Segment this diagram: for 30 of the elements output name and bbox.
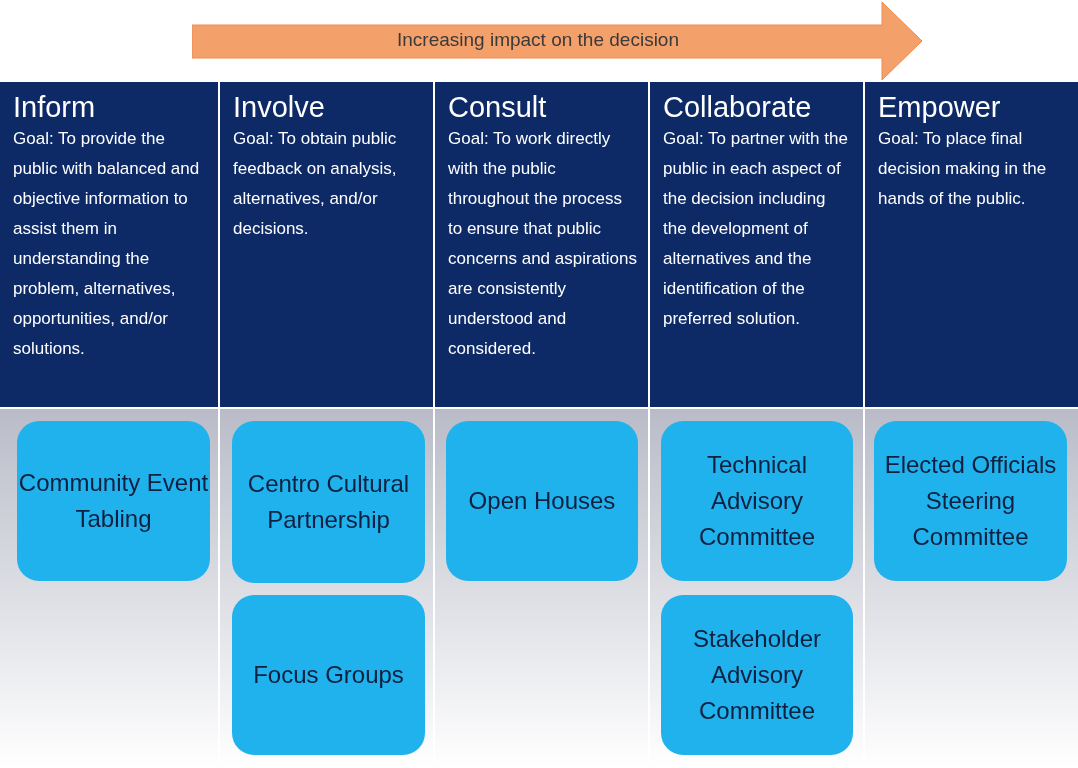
arrow-label: Increasing impact on the decision	[397, 29, 679, 51]
column-heading: Involve	[233, 90, 325, 124]
column-header-panel	[220, 82, 433, 407]
activity-box	[17, 421, 210, 581]
activity-box	[874, 421, 1067, 581]
activity-box	[661, 421, 853, 581]
column-heading: Inform	[13, 90, 96, 124]
activity-name: Centro Cultural Partnership	[246, 469, 411, 535]
column-header-panel	[650, 82, 863, 407]
activity-box	[446, 421, 638, 581]
activity-name: Stakeholder Advisory Committee	[691, 624, 823, 726]
goal-text: Goal: To work directly with the public throughout the process to ensure that public concerns and aspirations are consistently understood and considered.	[448, 128, 638, 360]
activity-box	[232, 595, 425, 755]
goal-text: Goal: To partner with the public in each aspect of the decision including the development of alternatives and the identification of the preferred solution.	[663, 128, 849, 330]
column-heading: Consult	[448, 90, 547, 124]
column-heading: Empower	[878, 90, 1001, 124]
activity-name: Open Houses	[468, 486, 616, 516]
column-header-panel	[435, 82, 648, 407]
activity-name: Elected Officials Steering Committee	[883, 450, 1058, 552]
goal-text: Goal: To provide the public with balanced and objective information to assist them in understanding the problem, alternatives, opportunities, and/or solutions.	[13, 128, 201, 360]
activity-name: Focus Groups	[253, 660, 404, 690]
goal-text: Goal: To obtain public feedback on analysis, alternatives, and/or decisions.	[233, 128, 398, 240]
activity-name: Community Event Tabling	[17, 468, 210, 534]
column-header-panel	[865, 82, 1078, 407]
activity-box	[232, 421, 425, 583]
goal-text: Goal: To place final decision making in the hands of the public.	[878, 128, 1048, 210]
activity-box	[661, 595, 853, 755]
column-heading: Collaborate	[663, 90, 812, 124]
activity-name: Technical Advisory Committee	[698, 450, 816, 552]
column-header-panel	[0, 82, 218, 407]
